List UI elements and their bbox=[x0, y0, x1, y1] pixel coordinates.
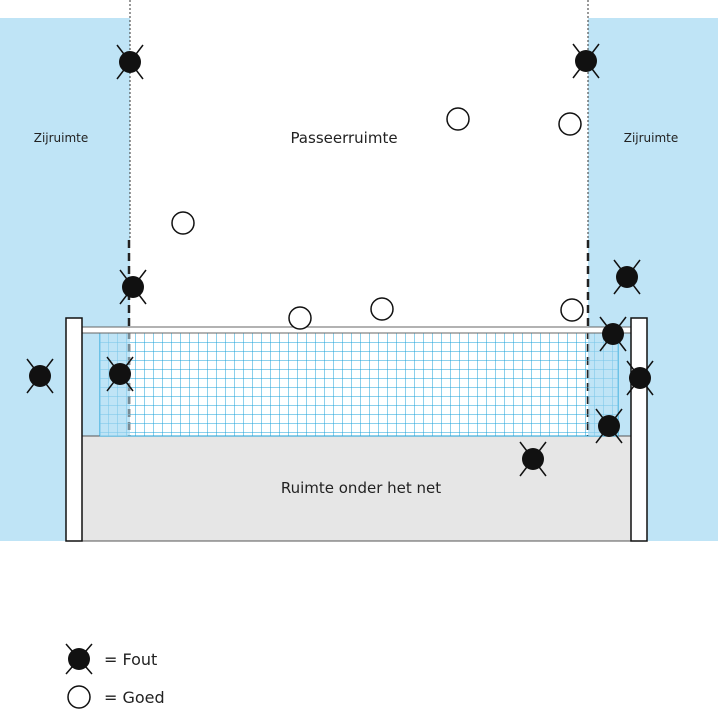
fault-ball-11 bbox=[599, 316, 627, 352]
legend: = Fout = Goed bbox=[60, 640, 165, 716]
fault-ball-7 bbox=[613, 259, 641, 295]
good-ball-icon bbox=[67, 685, 91, 709]
net-left-shade bbox=[100, 333, 130, 436]
legend-fault-label: = Fout bbox=[104, 649, 158, 669]
fault-ball-2 bbox=[572, 43, 600, 79]
balls-group bbox=[26, 43, 654, 477]
fault-ball-icon bbox=[65, 643, 93, 675]
under-net-label: Ruimte onder het net bbox=[281, 479, 441, 497]
good-ball-8 bbox=[288, 306, 312, 330]
legend-fault-row: = Fout bbox=[60, 640, 165, 678]
left-post bbox=[65, 317, 83, 542]
fault-ball-12 bbox=[26, 358, 54, 394]
net-mesh bbox=[99, 332, 619, 437]
right-post bbox=[630, 317, 648, 542]
fault-ball-15 bbox=[595, 408, 623, 444]
fault-ball-1 bbox=[116, 44, 144, 80]
fault-ball-14 bbox=[626, 360, 654, 396]
fault-ball-6 bbox=[119, 269, 147, 305]
good-ball-4 bbox=[558, 112, 582, 136]
good-ball-5 bbox=[171, 211, 195, 235]
left-zone-label: Zijruimte bbox=[34, 131, 89, 145]
net-top-band bbox=[81, 326, 633, 334]
good-ball-10 bbox=[560, 298, 584, 322]
good-ball-3 bbox=[446, 107, 470, 131]
legend-good-label: = Goed bbox=[104, 687, 165, 707]
fault-ball-13 bbox=[106, 356, 134, 392]
passing-zone-label: Passeerruimte bbox=[290, 129, 397, 147]
legend-good-row: = Goed bbox=[60, 678, 165, 716]
fault-ball-16 bbox=[519, 441, 547, 477]
right-zone-label: Zijruimte bbox=[624, 131, 679, 145]
good-ball-9 bbox=[370, 297, 394, 321]
